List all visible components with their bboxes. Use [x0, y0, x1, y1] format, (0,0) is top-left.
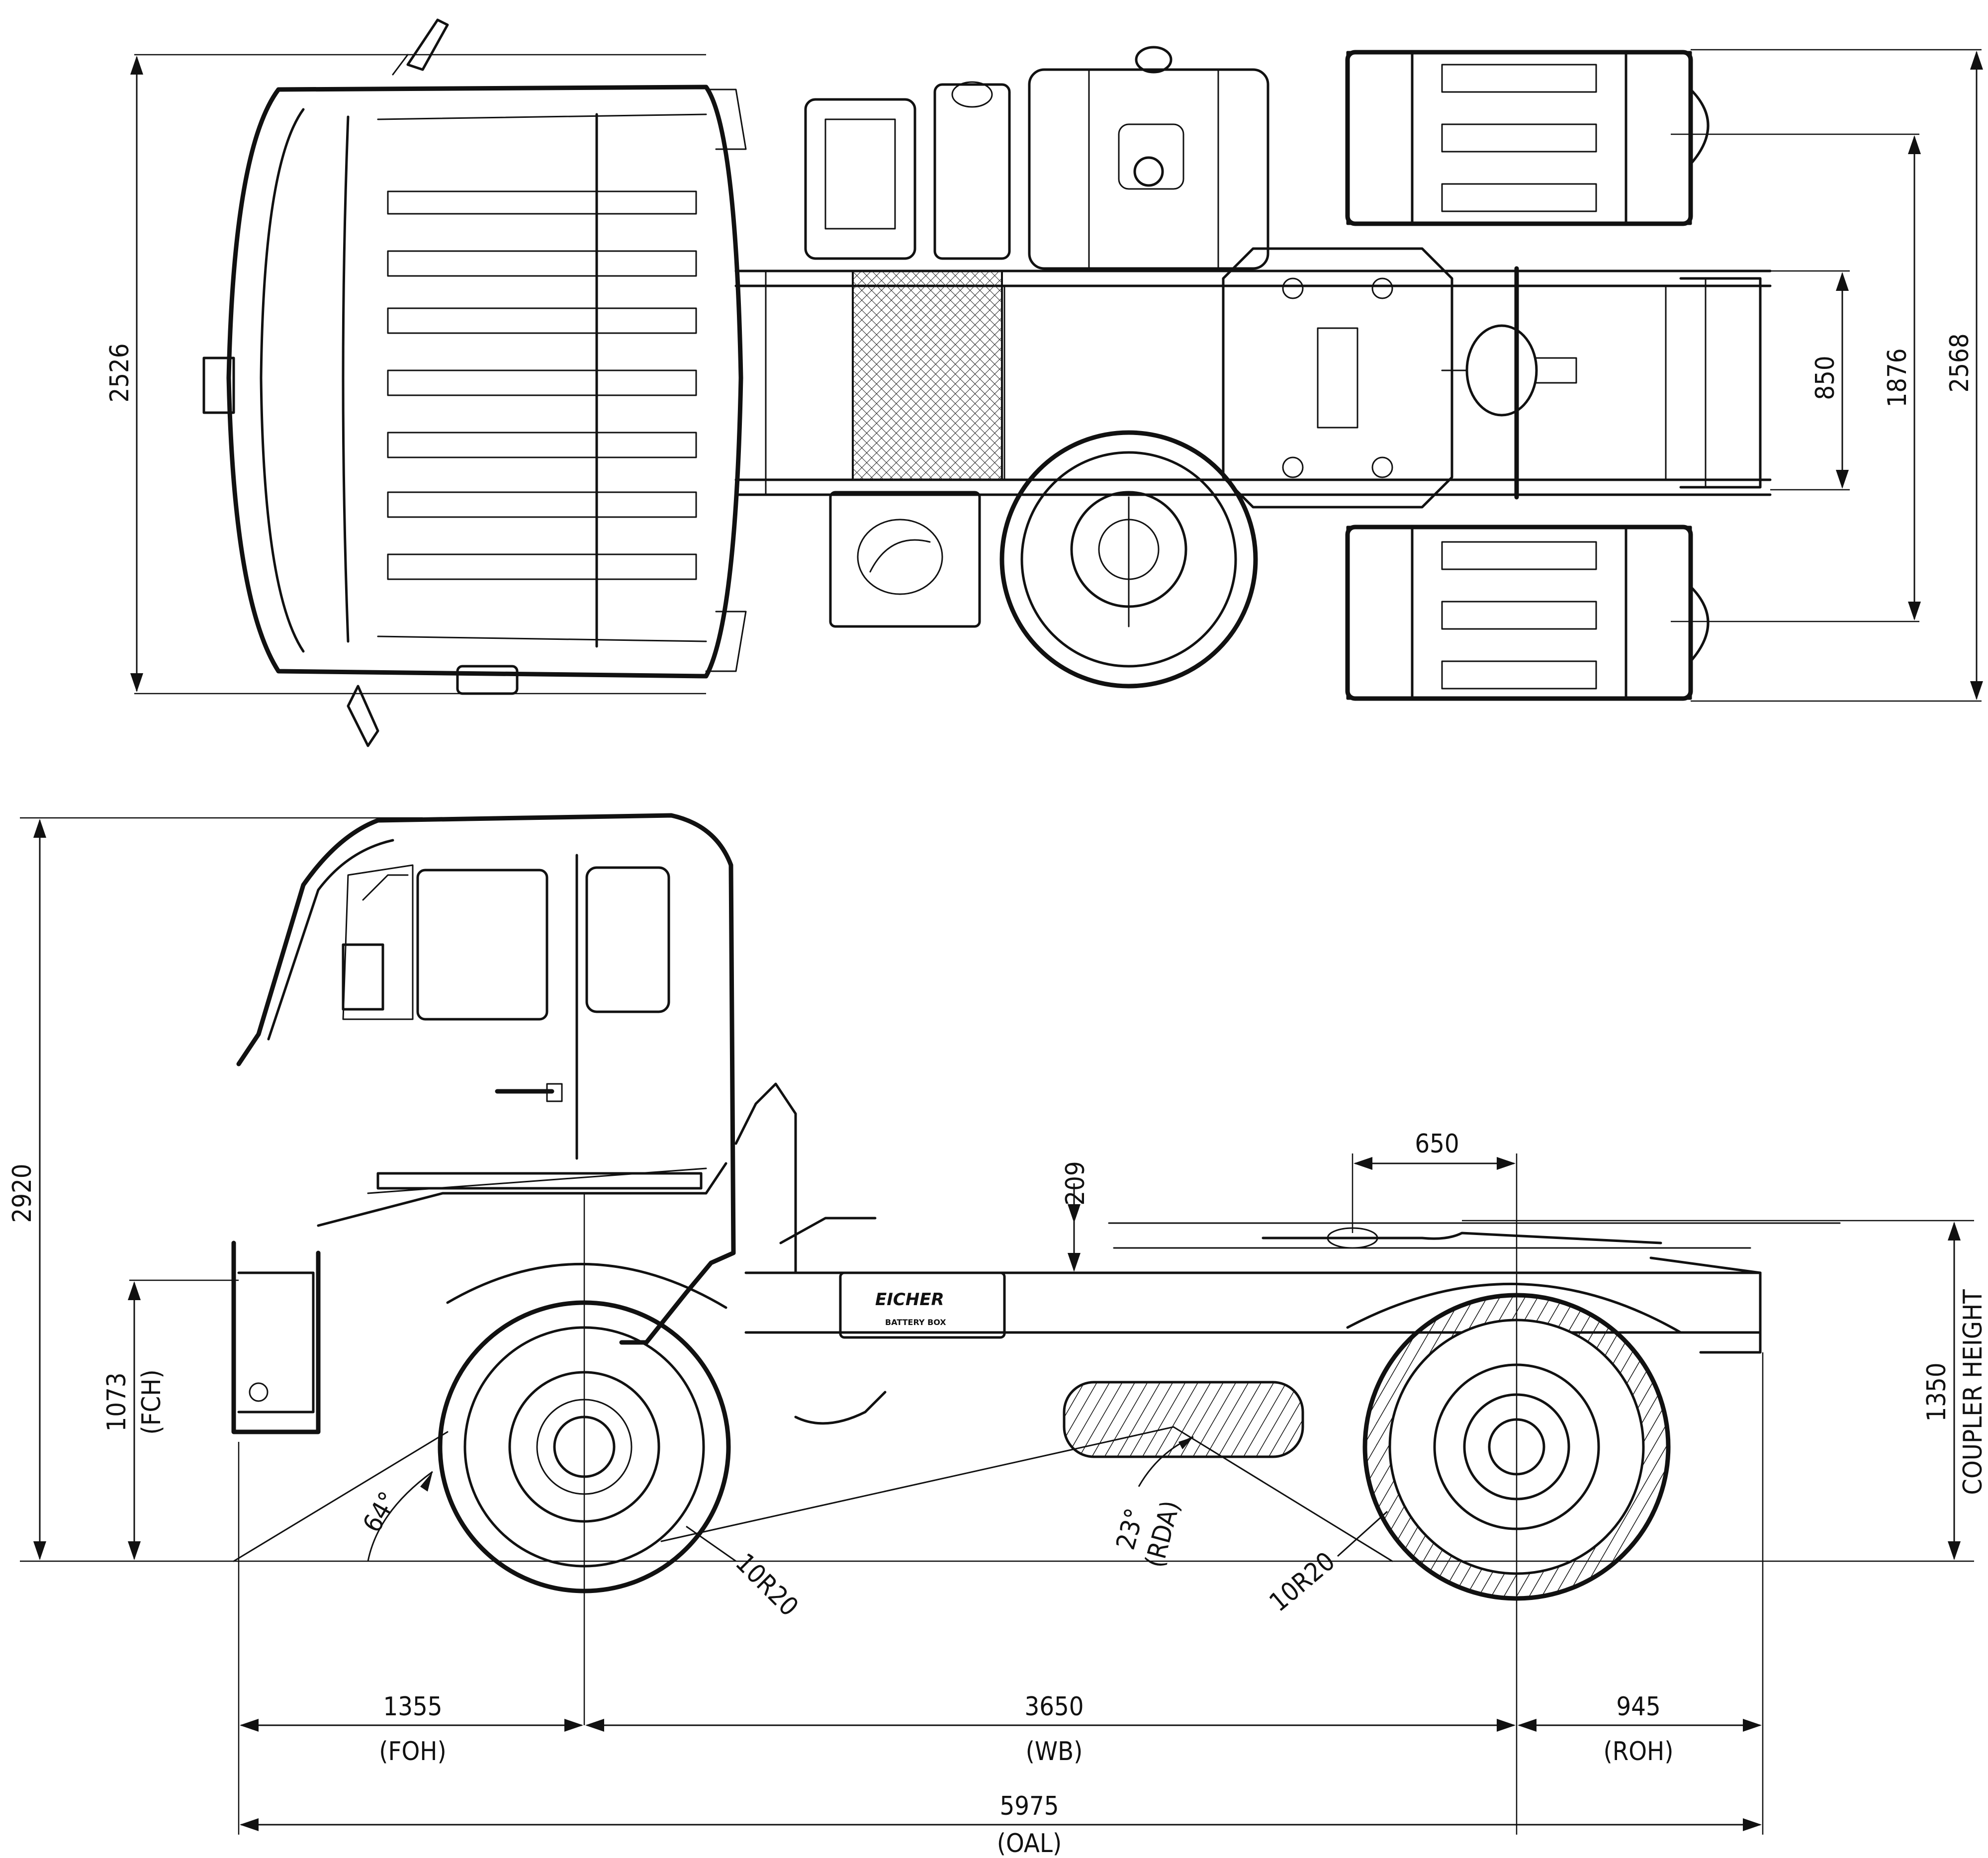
- fifth-wheel-top: [1222, 247, 1453, 509]
- side-view: EICHER BATTERY BOX: [7, 813, 1988, 1858]
- coolant-tank-top: [933, 83, 1011, 260]
- dim-frame-clearance-label: 209: [1061, 1161, 1090, 1205]
- dim-coupler-height: 1350 COUPLER HEIGHT: [1462, 1220, 1988, 1560]
- dim-overall-width-label: 2526: [105, 343, 135, 402]
- dim-frame-width-label: 850: [1810, 355, 1840, 400]
- dim-rear-width: 2568: [1691, 49, 1983, 702]
- dim-wheelbase: 3650 (WB): [585, 1692, 1516, 1767]
- callout-front-tyre: 10R20: [686, 1525, 804, 1622]
- dim-wheel-track-label: 1876: [1883, 348, 1912, 407]
- brand-battery-box: BATTERY BOX: [885, 1318, 946, 1327]
- air-filter-top: [804, 98, 916, 260]
- callout-rear-tyre: 10R20: [1264, 1510, 1388, 1618]
- dim-approach-angle-label: 64°: [358, 1487, 404, 1538]
- top-view: 2526 2568 1876 850: [105, 18, 1983, 747]
- brand-eicher: EICHER: [875, 1290, 944, 1310]
- left-mirror: [392, 18, 449, 76]
- front-wheel-top: [999, 430, 1258, 689]
- dim-coupler-height-label: 1350: [1922, 1362, 1952, 1421]
- battery-box-side: EICHER BATTERY BOX: [839, 1271, 1006, 1339]
- dim-rear-overhang-label: 945: [1616, 1692, 1660, 1722]
- rear-wheels-top-upper: [1345, 50, 1710, 226]
- dim-overall-length: 5975 (OAL): [240, 1791, 1762, 1858]
- right-mirror: [347, 665, 519, 747]
- dim-wheelbase-abbrev: (WB): [1026, 1737, 1083, 1767]
- cab-top-view: [202, 18, 747, 747]
- callout-front-tyre-label: 10R20: [729, 1548, 804, 1622]
- cab-window-front: [416, 869, 548, 1021]
- fifth-wheel-side: [1262, 1227, 1662, 1249]
- dim-overall-length-label: 5975: [999, 1791, 1059, 1821]
- dim-frame-height-label: 1073: [102, 1372, 132, 1431]
- dim-fifth-wheel-lead: 650: [1352, 1129, 1518, 1835]
- side-mirror-side-view: [342, 943, 384, 1011]
- rear-wheel-side: [1346, 1283, 1682, 1601]
- dim-frame-width: 850: [1770, 270, 1850, 491]
- dim-overall-length-abbrev: (OAL): [997, 1829, 1062, 1858]
- dim-coupler-height-caption: COUPLER HEIGHT: [1958, 1289, 1988, 1495]
- cab-side-view: [231, 813, 736, 1434]
- dim-rear-overhang: 945 (ROH): [1518, 1692, 1762, 1767]
- dim-front-overhang-label: 1355: [383, 1692, 442, 1722]
- air-intake-side: [734, 1082, 797, 1274]
- dim-frame-clearance: 209: [1061, 1161, 1090, 1272]
- roof-ribs: [387, 190, 697, 580]
- dim-rear-width-label: 2568: [1945, 333, 1975, 392]
- dim-overall-width: 2526: [105, 54, 706, 695]
- dim-overall-height: 2920: [7, 817, 1974, 1562]
- dim-wheelbase-label: 3650: [1024, 1692, 1084, 1722]
- dim-fifth-wheel-lead-label: 650: [1415, 1129, 1459, 1159]
- rear-crossmember-top: [1679, 277, 1762, 489]
- exhaust-pipe-side: [794, 1391, 887, 1425]
- dim-front-overhang: 1355 (FOH): [240, 1692, 583, 1767]
- dim-approach-angle: 64°: [233, 1431, 449, 1562]
- rear-lamp-cluster: [1649, 1256, 1762, 1354]
- dim-front-overhang-abbrev: (FOH): [379, 1737, 446, 1767]
- dim-frame-height-abbrev: (FCH): [137, 1369, 167, 1434]
- dim-overall-height-label: 2920: [7, 1163, 37, 1223]
- dim-wheel-track: 1876: [1671, 133, 1921, 622]
- rear-axle-top: [1441, 266, 1577, 500]
- cab-window-rear: [585, 866, 670, 1013]
- dim-frame-height: 1073 (FCH): [102, 1279, 239, 1560]
- chassis-frame-side: [744, 1222, 1841, 1334]
- callout-rear-tyre-label: 10R20: [1264, 1546, 1341, 1617]
- dim-rear-overhang-abbrev: (ROH): [1603, 1737, 1673, 1767]
- rear-wheels-top-lower: [1345, 525, 1710, 701]
- battery-box-top: [829, 491, 981, 628]
- dim-ramp-angle-abbrev: (RDA): [1140, 1498, 1186, 1571]
- fuel-tank-top: [1028, 46, 1269, 270]
